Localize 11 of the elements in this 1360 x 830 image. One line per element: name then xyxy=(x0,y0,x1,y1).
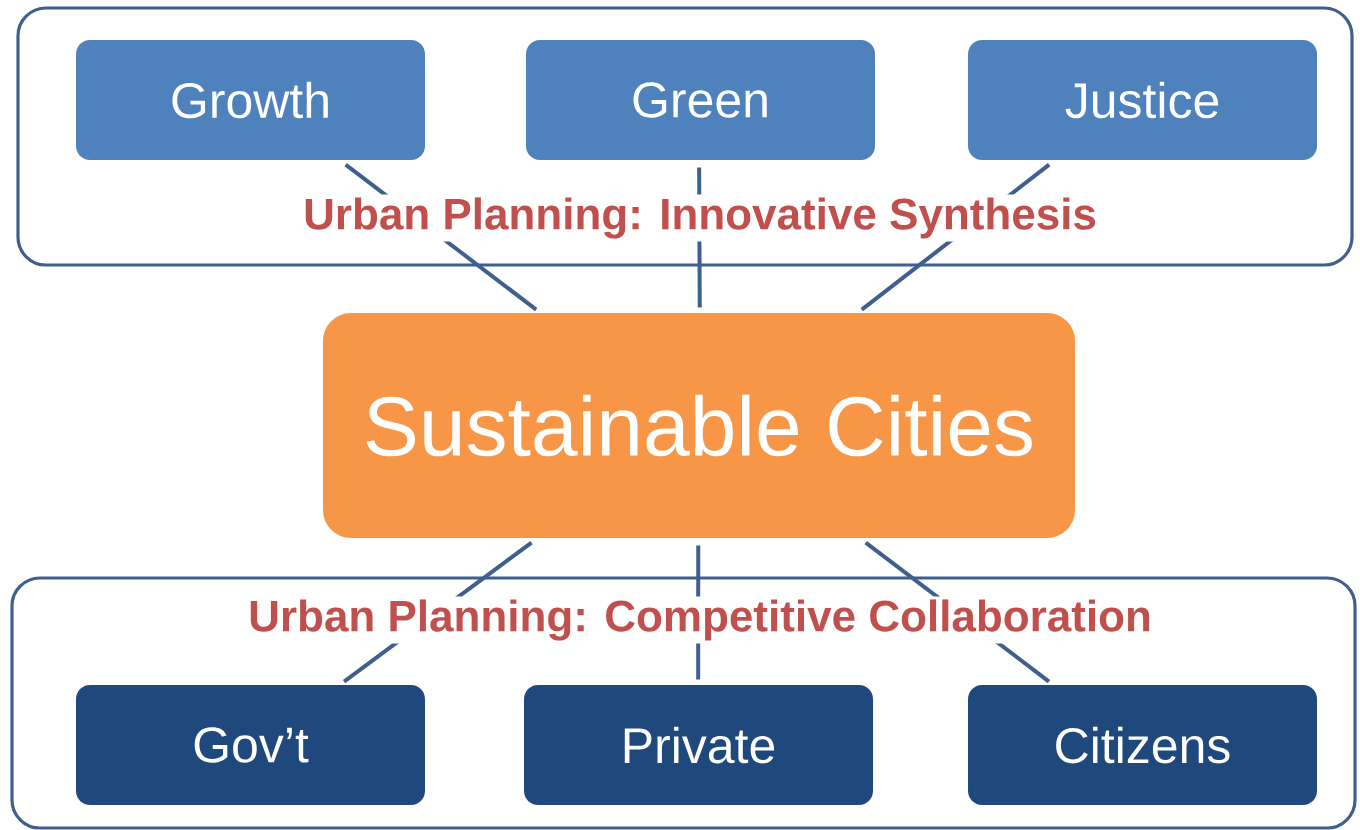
label-box: Justice xyxy=(968,40,1317,160)
band-heading: Urban Planning: Innovative Synthesis xyxy=(300,194,1100,242)
group-band xyxy=(16,6,1354,267)
label-box: Gov’t xyxy=(76,685,425,805)
label-box: Growth xyxy=(76,40,425,160)
label-box: Citizens xyxy=(968,685,1317,805)
band-heading: Urban Planning: Competitive Collaboration xyxy=(245,596,1155,644)
label-box: Private xyxy=(524,685,873,805)
label-box: Sustainable Cities xyxy=(323,313,1075,538)
label-box: Green xyxy=(526,40,875,160)
group-band xyxy=(10,576,1357,830)
